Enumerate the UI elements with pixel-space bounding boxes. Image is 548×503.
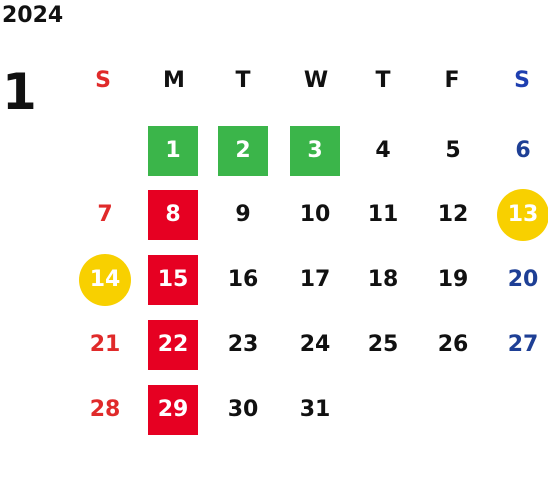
day-cell-30: 30 <box>227 397 259 422</box>
weekday-sun: S <box>95 68 111 93</box>
day-cell-7: 7 <box>97 202 113 227</box>
day-cell-31: 31 <box>299 397 331 422</box>
day-cell-2: 2 <box>213 126 273 176</box>
day-cell-5: 5 <box>445 138 461 163</box>
day-cell-9: 9 <box>235 202 251 227</box>
weekday-wed: W <box>303 68 329 93</box>
day-cell-14: 14 <box>75 254 135 306</box>
day-cell-12: 12 <box>437 202 469 227</box>
day-cell-19: 19 <box>437 267 469 292</box>
day-cell-22: 22 <box>143 320 203 370</box>
year-label: 2024 <box>2 3 64 28</box>
day-cell-16: 16 <box>227 267 259 292</box>
day-cell-21: 21 <box>89 332 121 357</box>
day-cell-24: 24 <box>299 332 331 357</box>
month-number: 1 <box>2 63 37 121</box>
weekday-fri: F <box>444 68 460 93</box>
day-cell-6: 6 <box>515 138 531 163</box>
day-cell-10: 10 <box>299 202 331 227</box>
day-cell-25: 25 <box>367 332 399 357</box>
day-cell-26: 26 <box>437 332 469 357</box>
day-cell-11: 11 <box>367 202 399 227</box>
day-cell-8: 8 <box>143 190 203 240</box>
day-cell-15: 15 <box>143 255 203 305</box>
weekday-sat: S <box>514 68 530 93</box>
day-cell-3: 3 <box>285 126 345 176</box>
weekday-tue: T <box>235 68 251 93</box>
day-cell-27: 27 <box>507 332 539 357</box>
day-cell-20: 20 <box>507 267 539 292</box>
day-cell-28: 28 <box>89 397 121 422</box>
day-cell-17: 17 <box>299 267 331 292</box>
day-cell-4: 4 <box>375 138 391 163</box>
day-cell-18: 18 <box>367 267 399 292</box>
weekday-thu: T <box>375 68 391 93</box>
weekday-mon: M <box>163 68 185 93</box>
day-cell-29: 29 <box>143 385 203 435</box>
day-cell-1: 1 <box>143 126 203 176</box>
day-cell-13: 13 <box>493 189 548 241</box>
day-cell-23: 23 <box>227 332 259 357</box>
